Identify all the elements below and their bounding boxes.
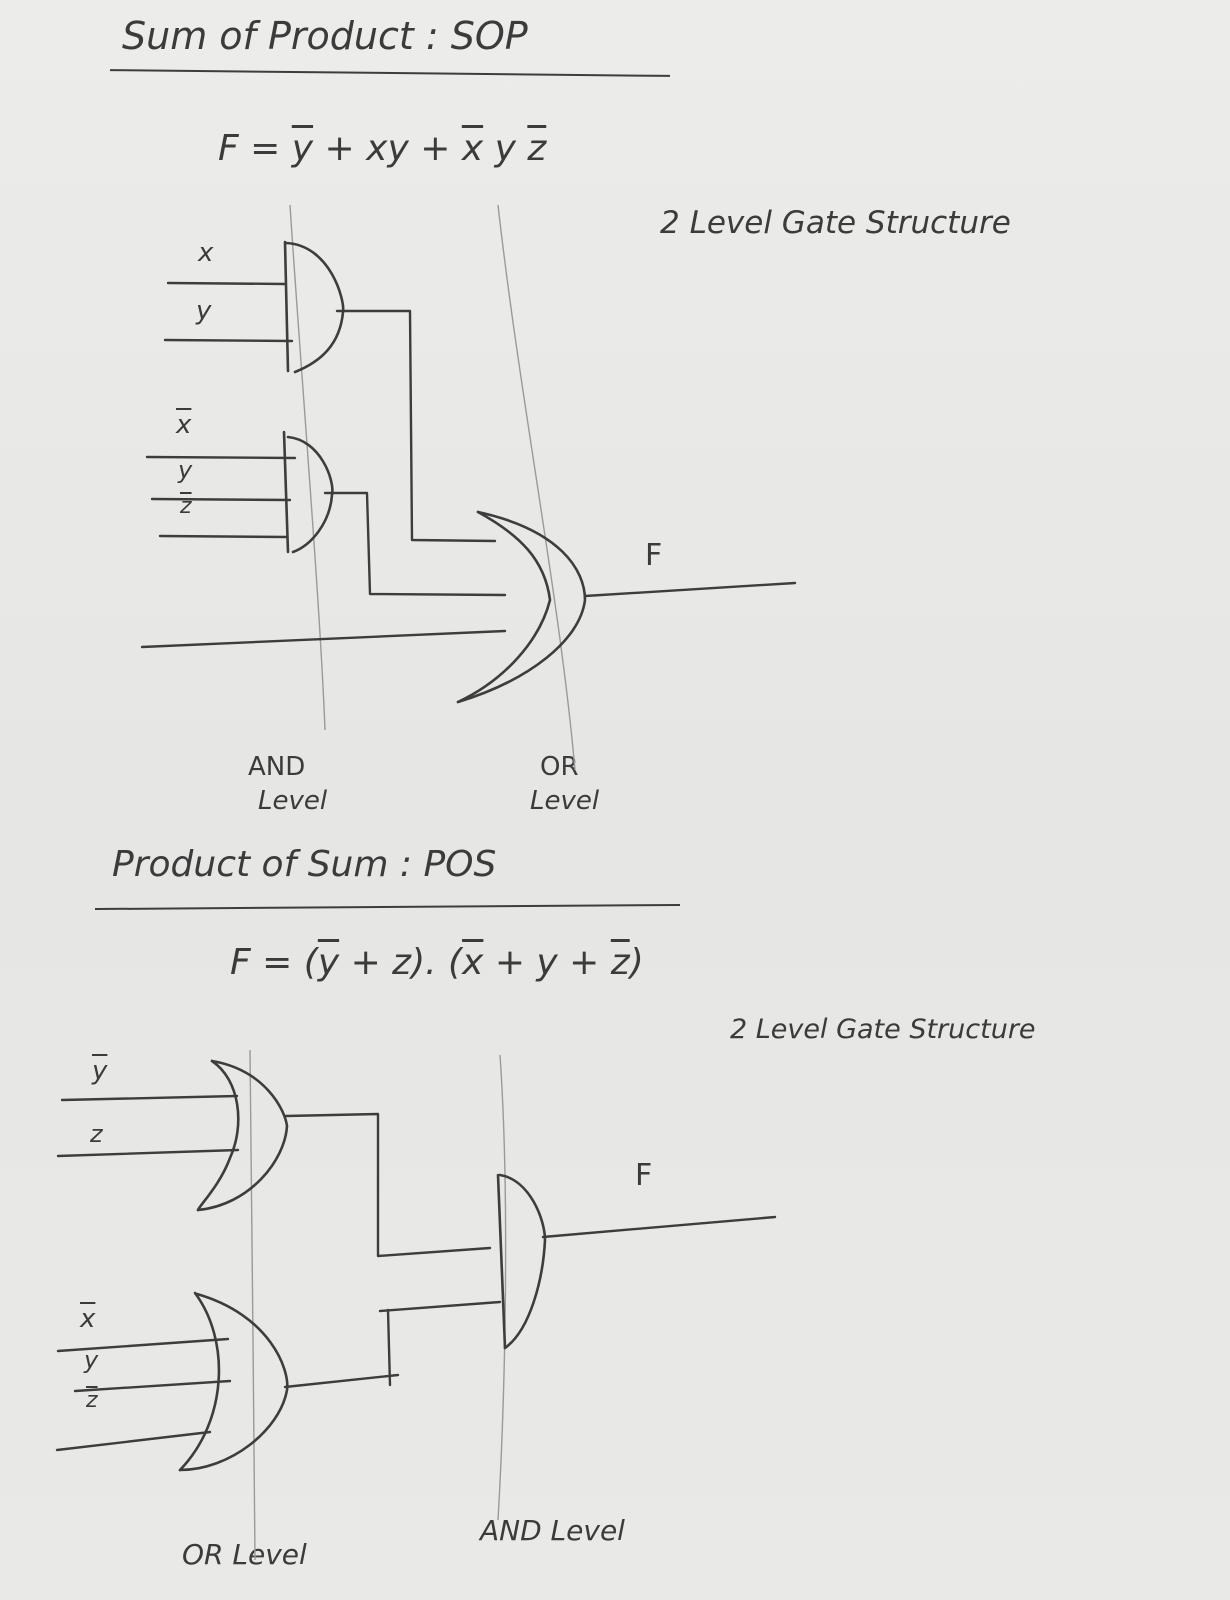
pos-input-z: z xyxy=(90,1120,103,1148)
y-bar: y xyxy=(291,128,314,169)
pos-or-gate-2 xyxy=(55,1291,502,1472)
x-bar: x xyxy=(461,128,484,169)
sop-level2-label-a: OR xyxy=(540,752,579,782)
pos-structure-label: 2 Level Gate Structure xyxy=(730,1014,1036,1045)
sop-level1-label-b: Level xyxy=(258,786,328,816)
sop-input-z-bar: z xyxy=(180,494,192,519)
pos-or-gate-1 xyxy=(56,1059,492,1258)
sop-or-gate xyxy=(456,510,797,704)
sop-level1-label-a: AND xyxy=(248,752,306,782)
pos-or-level-guide xyxy=(249,1049,256,1561)
sop-level2-label-b: Level xyxy=(530,786,600,816)
pos-level2-label: AND Level xyxy=(480,1514,625,1547)
sop-input-y2: y xyxy=(178,456,193,484)
sop-and-level-guide xyxy=(289,204,326,731)
pos-input-y: y xyxy=(84,1346,99,1374)
pos-input-z-bar: z xyxy=(86,1388,98,1413)
sop-and-gate-2 xyxy=(145,430,507,597)
pos-and-gate xyxy=(496,1173,777,1350)
sop-output-label: F xyxy=(645,538,663,573)
pos-and-level-guide xyxy=(497,1054,507,1521)
z-bar: z xyxy=(527,128,547,169)
sop-and-gate-1 xyxy=(163,240,497,543)
pos-output-label: F xyxy=(635,1158,653,1193)
sop-input-x-bar: x xyxy=(176,410,192,440)
x-bar: x xyxy=(462,942,484,983)
sop-equation: F = y + xy + x y z xyxy=(218,128,547,169)
pos-heading: Product of Sum : POS xyxy=(112,844,497,885)
pos-input-y-bar: y xyxy=(92,1056,108,1086)
pos-level1-label: OR Level xyxy=(182,1538,307,1571)
sop-structure-label: 2 Level Gate Structure xyxy=(660,205,1011,241)
pos-equation: F = (y + z). (x + y + z) xyxy=(230,942,644,983)
sop-or-level-guide xyxy=(497,204,576,771)
y-bar: y xyxy=(317,942,340,983)
sop-input-y: y xyxy=(196,296,212,326)
sop-input-x: x xyxy=(198,238,214,268)
sop-direct-input-wire xyxy=(140,629,507,649)
sop-heading: Sum of Product : SOP xyxy=(122,14,528,58)
z-bar: z xyxy=(610,942,630,983)
pos-input-x-bar: x xyxy=(80,1304,96,1334)
